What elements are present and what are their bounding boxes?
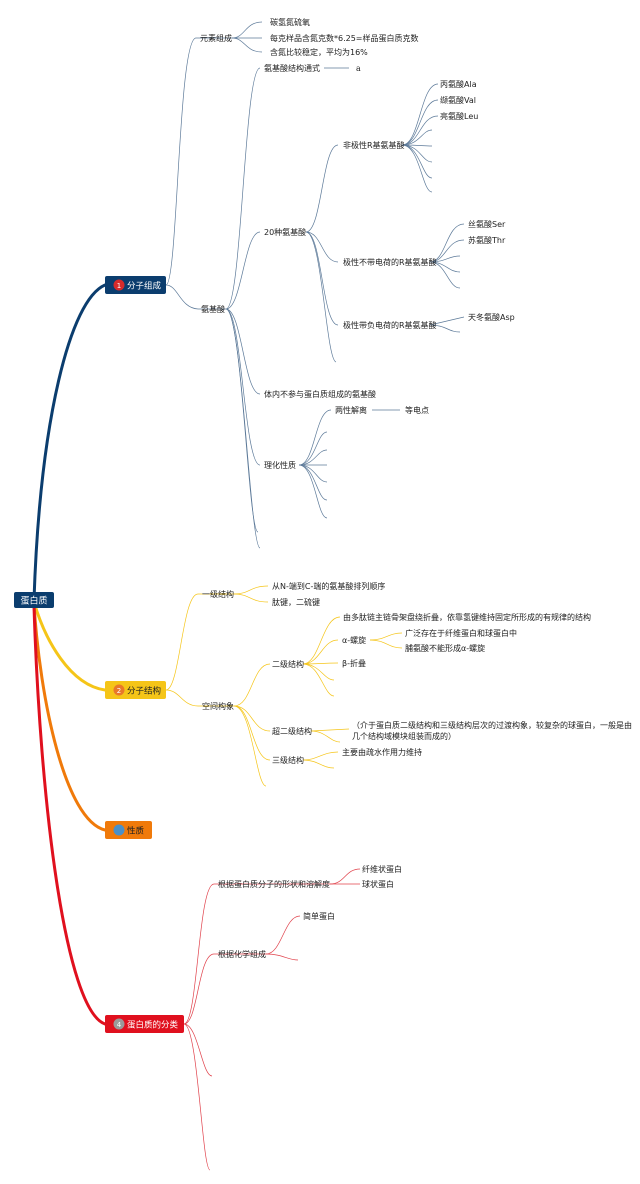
- node-primary-structure[interactable]: 一级结构: [202, 589, 234, 599]
- node-supersecondary-desc-2[interactable]: 几个结构域模块组装而成的）: [352, 731, 456, 741]
- node-alpha-helix-proline[interactable]: 脯氨酸不能形成α-螺旋: [405, 643, 485, 653]
- node-nonprotein-aa[interactable]: 体内不参与蛋白质组成的氨基酸: [264, 389, 376, 399]
- node-fibrous-protein[interactable]: 纤维状蛋白: [362, 864, 402, 874]
- trunk-b4: [32, 604, 107, 1026]
- node-primary-bonds[interactable]: 肽键，二硫键: [272, 597, 320, 607]
- branch-label: 蛋白质的分类: [127, 1020, 179, 1031]
- node-leu[interactable]: 亮氨酸Leu: [440, 111, 478, 121]
- branch-label: 性质: [127, 826, 145, 837]
- node-amphoteric[interactable]: 两性解离: [335, 405, 367, 415]
- node-ser[interactable]: 丝氨酸Ser: [468, 219, 506, 229]
- node-20-amino-acids[interactable]: 20种氨基酸: [264, 227, 306, 237]
- trunk-b2: [32, 600, 107, 692]
- node-general-formula[interactable]: 氨基酸结构通式: [264, 63, 320, 73]
- number-badge-label: 2: [117, 687, 121, 695]
- branch-4-lines: [183, 868, 361, 1171]
- node-globular-protein[interactable]: 球状蛋白: [362, 879, 394, 889]
- number-badge: [113, 279, 125, 291]
- node-supersecondary-desc-1[interactable]: （介于蛋白质二级结构和三级结构层次的过渡构象，较复杂的球蛋白，一般是由: [352, 720, 632, 730]
- node-nitrogen-formula[interactable]: 每克样品含氮克数*6.25=样品蛋白质克数: [270, 33, 419, 43]
- trunk-b1: [32, 283, 107, 602]
- root-label: 蛋白质: [20, 595, 47, 607]
- branch-node-properties[interactable]: 性质: [105, 821, 152, 839]
- root-node[interactable]: 蛋白质: [14, 592, 54, 608]
- branch-2-lines: [165, 585, 403, 787]
- node-beta-sheet[interactable]: β-折叠: [342, 658, 366, 668]
- node-alpha-helix-distribution[interactable]: 广泛存在于纤维蛋白和球蛋白中: [405, 628, 517, 638]
- branch-node-molecular-composition[interactable]: 1 分子组成: [105, 276, 166, 294]
- node-chnso[interactable]: 碳氢氮硫氧: [270, 17, 310, 27]
- node-simple-protein[interactable]: 简单蛋白: [303, 911, 335, 921]
- main-trunks: [32, 283, 107, 1026]
- number-badge: [113, 1018, 125, 1030]
- number-badge-label: 1: [117, 282, 121, 290]
- trunk-b3: [32, 602, 107, 832]
- node-amino-acid[interactable]: 氨基酸: [201, 304, 225, 314]
- node-nonpolar[interactable]: 非极性R基氨基酸: [343, 140, 405, 150]
- node-secondary-definition[interactable]: 由多肽链主链骨架盘绕折叠，依靠氢键维持固定所形成的有规律的结构: [343, 612, 591, 622]
- node-ala[interactable]: 丙氨酸Ala: [440, 79, 477, 89]
- number-badge: [113, 684, 125, 696]
- node-polar-uncharged[interactable]: 极性不带电荷的R基氨基酸: [343, 257, 437, 267]
- node-spatial-conformation[interactable]: 空间构象: [202, 701, 234, 711]
- node-by-chemistry[interactable]: 根据化学组成: [218, 949, 266, 959]
- node-tertiary-structure[interactable]: 三级结构: [272, 755, 304, 765]
- node-by-shape[interactable]: 根据蛋白质分子的形状和溶解度: [218, 879, 330, 889]
- node-supersecondary[interactable]: 超二级结构: [272, 726, 312, 736]
- node-element-composition[interactable]: 元素组成: [200, 33, 232, 43]
- node-primary-sequence[interactable]: 从N-端到C-端的氨基酸排列顺序: [272, 581, 385, 591]
- branch-label: 分子组成: [127, 281, 162, 292]
- number-badge: [113, 824, 125, 836]
- node-thr[interactable]: 苏氨酸Thr: [468, 235, 506, 245]
- node-tertiary-hydrophobic[interactable]: 主要由疏水作用力维持: [342, 747, 422, 757]
- node-polar-negative[interactable]: 极性带负电荷的R基氨基酸: [343, 320, 437, 330]
- node-alpha-helix[interactable]: α-螺旋: [342, 635, 366, 645]
- node-nitrogen-stable[interactable]: 含氮比较稳定，平均为16%: [270, 47, 368, 57]
- node-secondary-structure[interactable]: 二级结构: [272, 659, 304, 669]
- branch-node-molecular-structure[interactable]: 2 分子结构: [105, 681, 166, 699]
- node-physicochemical[interactable]: 理化性质: [264, 460, 296, 470]
- branch-1-lines: [165, 21, 465, 549]
- branch-node-classification[interactable]: 4 蛋白质的分类: [105, 1015, 184, 1033]
- node-val[interactable]: 缬氨酸Val: [440, 95, 476, 105]
- number-badge-label: 4: [117, 1021, 122, 1029]
- node-formula-a[interactable]: a: [356, 64, 361, 73]
- node-isoelectric-point[interactable]: 等电点: [405, 405, 429, 415]
- node-asp[interactable]: 天冬氨酸Asp: [468, 312, 515, 322]
- labels: 元素组成 碳氢氮硫氧 每克样品含氮克数*6.25=样品蛋白质克数 含氮比较稳定，…: [200, 17, 632, 959]
- branch-label: 分子结构: [127, 686, 161, 697]
